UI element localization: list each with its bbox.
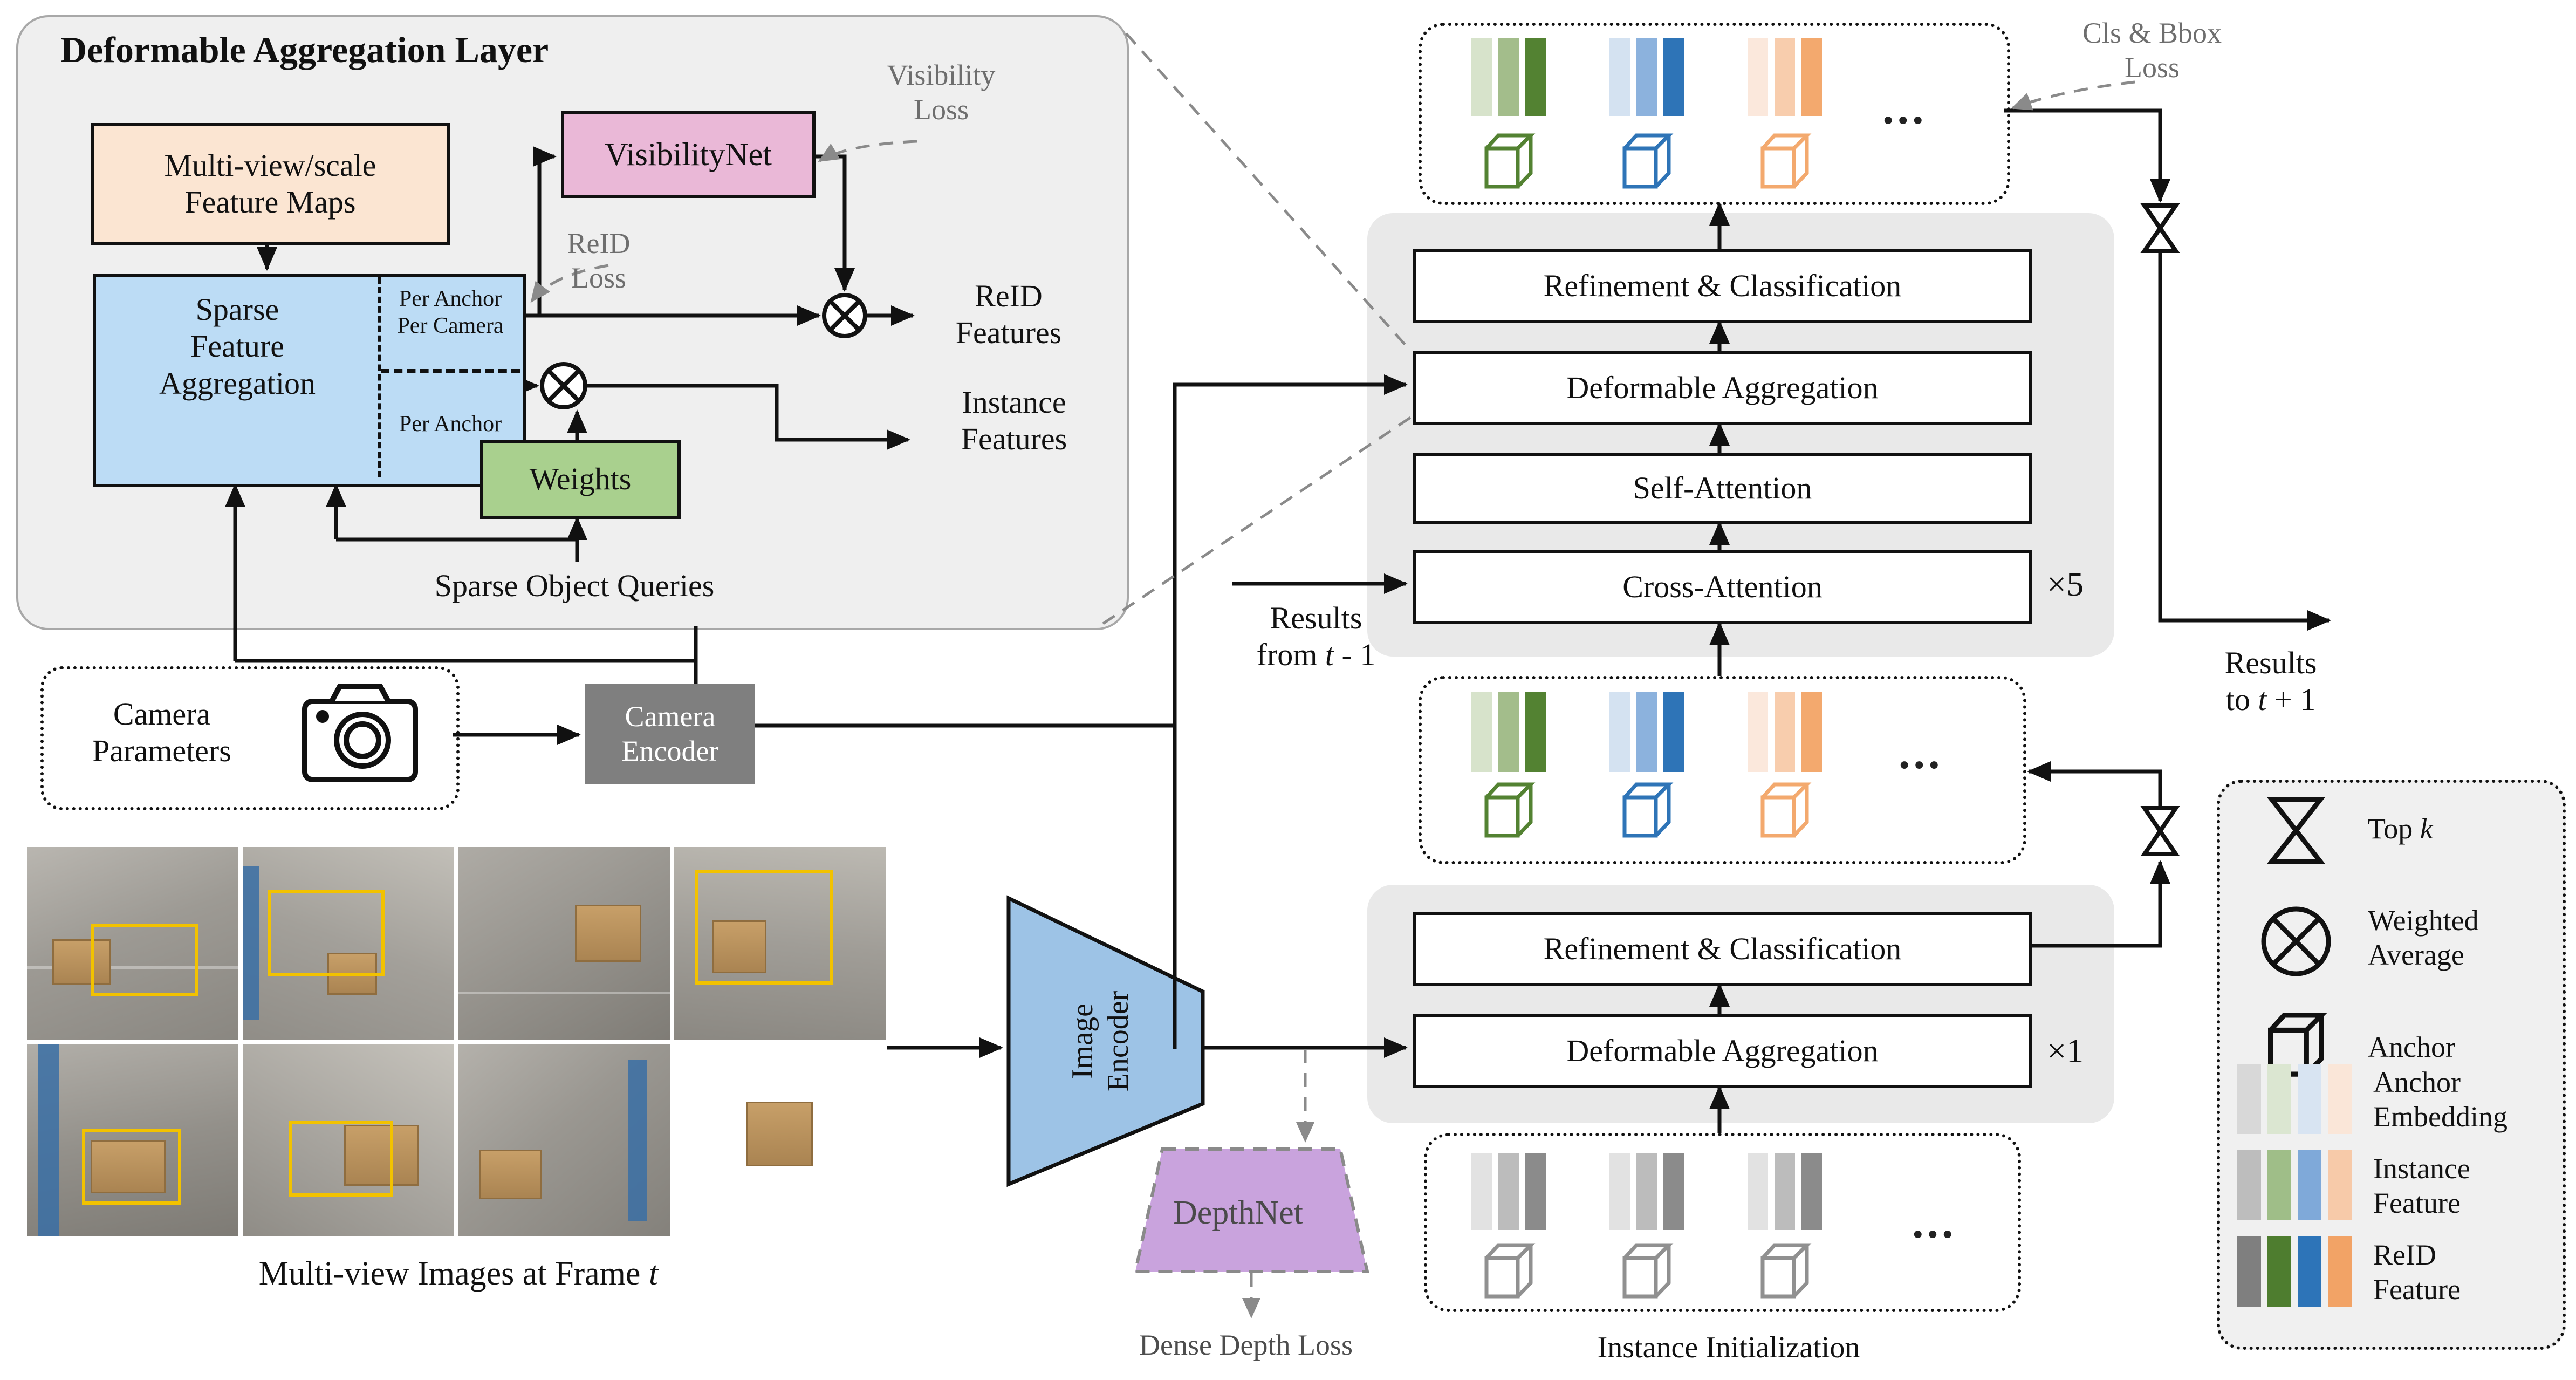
hourglass-icon [2140,203,2180,253]
deformable-aggregation-x5: Deformable Aggregation [1413,351,2032,425]
anchor-bars-orange [1748,692,1822,772]
per-anchor-per-camera-label: Per Anchor Per Camera [397,286,504,338]
refinement-classification-x5: Refinement & Classification [1413,249,2032,323]
legend-reid-feature-label: ReID Feature [2373,1239,2461,1306]
multiplier-x1: ×1 [2047,1031,2084,1070]
panel-title: Deformable Aggregation Layer [60,29,549,70]
hourglass-icon [2140,806,2180,856]
warehouse-photo [27,847,238,1040]
image-encoder-label: Image Encoder [1065,990,1135,1092]
camera-parameters-label: Camera Parameters [92,696,231,769]
sfa-label: Sparse Feature Aggregation [159,292,316,401]
ellipsis-bottom: ... [1912,1196,1957,1248]
anchor-bars-orange [1748,38,1822,116]
anchor-bars-green [1471,38,1546,116]
refinement-classification-x1: Refinement & Classification [1413,912,2032,986]
callout-line-bottom [1102,416,1412,625]
cls-bbox-loss-label: Cls & Bbox Loss [2082,17,2222,84]
sparse-object-queries-label: Sparse Object Queries [434,568,715,603]
dense-depth-loss-label: Dense Depth Loss [1139,1329,1353,1361]
weights-box: Weights [480,440,681,519]
legend-anchor-embedding-label: Anchor Embedding [2373,1066,2508,1133]
per-anchor-label: Per Anchor [399,412,502,436]
reid-loss-label: ReID Loss [567,227,631,294]
warehouse-photo [458,847,670,1040]
warehouse-photo [243,1044,454,1236]
reid-features-label: ReID Features [955,278,1062,351]
legend-top-k-label: Top k [2368,812,2433,845]
warehouse-photo [674,1044,886,1236]
instance-initialization-label: Instance Initialization [1597,1331,1860,1364]
multi-view-images [27,847,886,1236]
ellipsis-middle: ... [1899,727,1943,778]
results-from-label: Results from t - 1 [1256,600,1376,673]
warehouse-photo [27,1044,238,1236]
sfa-vertical-divider [378,277,381,477]
warehouse-photo [674,847,886,1040]
results-to-label: Results to t + 1 [2224,645,2317,718]
init-bars-gray [1609,1153,1684,1230]
init-bars-gray [1748,1153,1822,1230]
visibility-loss-label: Visibility Loss [887,59,996,126]
depthnet-label: DepthNet [1173,1194,1304,1231]
cross-attention-x5: Cross-Attention [1413,550,2032,624]
anchor-bars-blue [1609,692,1684,772]
legend-instance-feature-label: Instance Feature [2373,1152,2470,1219]
init-bars-gray [1471,1153,1546,1230]
anchor-bars-blue [1609,38,1684,116]
warehouse-photo [458,1044,670,1236]
legend-instance-feature-swatches [2237,1150,2352,1220]
instance-features-label: Instance Features [961,385,1067,457]
legend-anchor-embedding-swatches [2237,1064,2352,1134]
anchor-bars-green [1471,692,1546,772]
visibilitynet-box: VisibilityNet [561,111,816,198]
legend-anchor-label: Anchor [2368,1031,2455,1063]
feature-maps-box: Multi-view/scale Feature Maps [91,123,450,245]
cls-bbox-loss-arrow [2011,80,2135,111]
deformable-aggregation-x1: Deformable Aggregation [1413,1014,2032,1088]
self-attention-x5: Self-Attention [1413,453,2032,524]
legend-weighted-average-label: Weighted Average [2368,904,2479,971]
sfa-horizontal-divider [381,369,520,373]
legend-reid-feature-swatches [2237,1236,2352,1307]
sparse-feature-aggregation-box [93,274,526,487]
multiplier-x5: ×5 [2047,565,2084,603]
multi-view-caption: Multi-view Images at Frame t [258,1255,659,1292]
ellipsis-top: ... [1882,82,1927,134]
camera-encoder-box: Camera Encoder [585,684,755,784]
warehouse-photo [243,847,454,1040]
